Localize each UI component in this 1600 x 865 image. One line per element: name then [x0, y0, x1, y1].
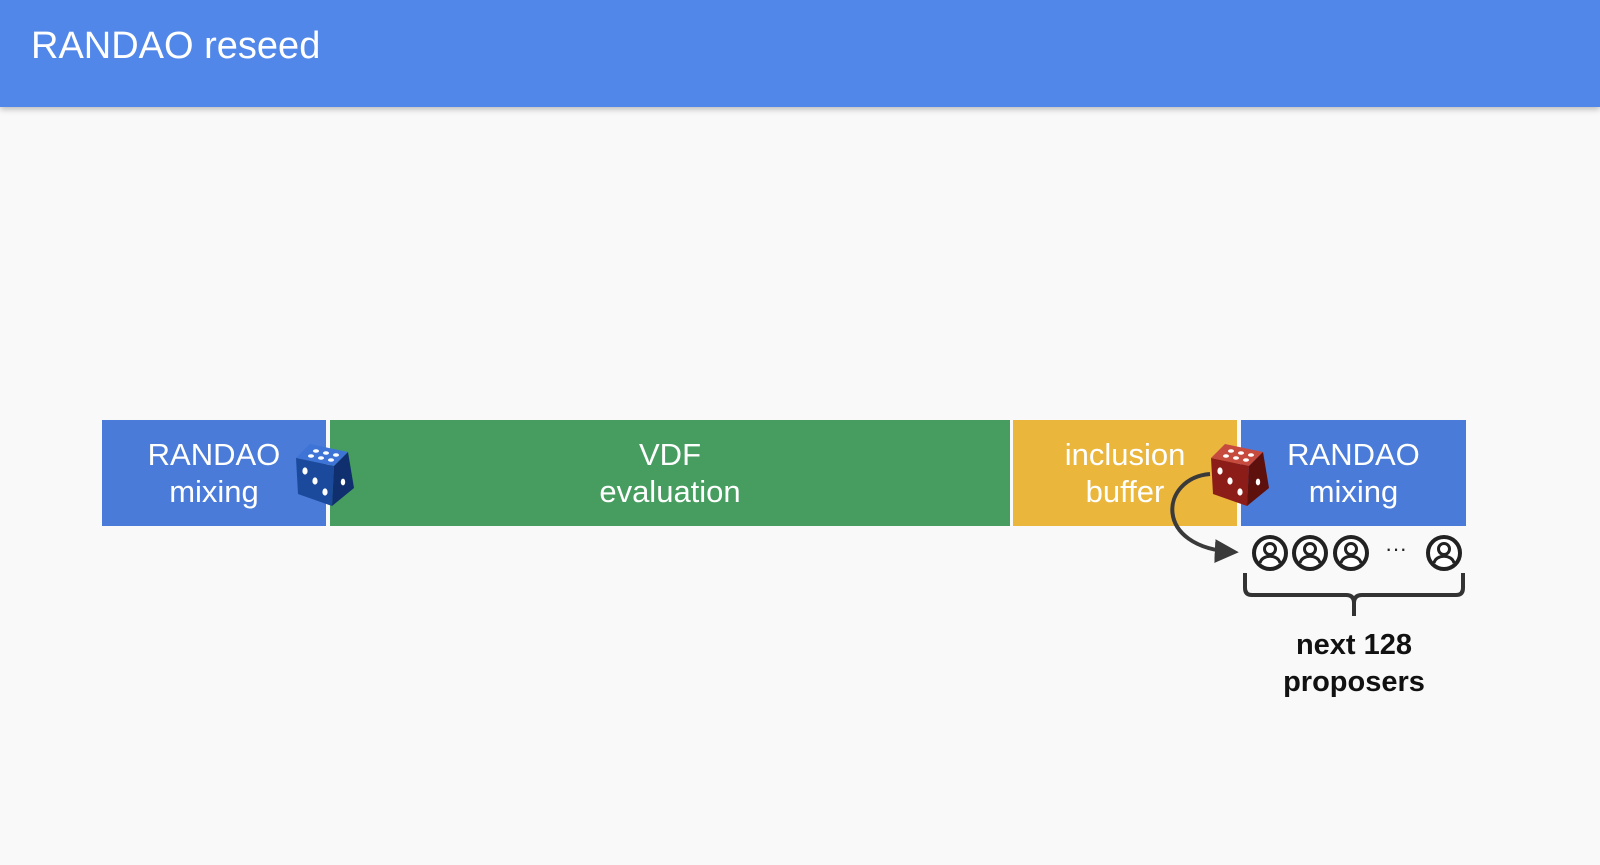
- user-icon: [1333, 535, 1369, 571]
- segment-randao-mixing-start: RANDAO mixing: [102, 420, 326, 526]
- segment-line1: RANDAO: [147, 437, 281, 472]
- user-icon: [1252, 535, 1288, 571]
- segment-vdf-evaluation: VDF evaluation: [330, 420, 1010, 526]
- proposers-label: next 128 proposers: [1234, 627, 1474, 701]
- segment-line1: RANDAO: [1287, 437, 1420, 472]
- segment-line2: buffer: [1085, 474, 1165, 509]
- user-icon: [1426, 535, 1462, 571]
- user-icon: [1292, 535, 1328, 571]
- segment-line1: VDF: [639, 437, 701, 472]
- segment-inclusion-buffer: inclusion buffer: [1013, 420, 1237, 526]
- proposers-label-line2: proposers: [1283, 666, 1425, 698]
- ellipsis-text: ···: [1385, 536, 1407, 561]
- segment-randao-mixing-end: RANDAO mixing: [1241, 420, 1466, 526]
- segment-line2: evaluation: [599, 474, 741, 509]
- bracket: [1243, 573, 1465, 616]
- segment-line1: inclusion: [1064, 437, 1186, 472]
- segment-line2: mixing: [1308, 474, 1399, 509]
- slide-header: RANDAO reseed: [0, 0, 1600, 107]
- proposers-label-line1: next 128: [1295, 629, 1413, 661]
- slide-title: RANDAO reseed: [31, 25, 321, 67]
- segment-line2: mixing: [169, 474, 259, 509]
